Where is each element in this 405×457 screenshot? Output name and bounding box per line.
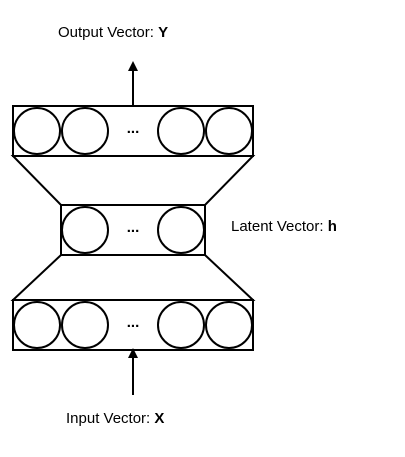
decoder-trapezoid <box>10 155 256 206</box>
input-ellipsis: ... <box>127 314 140 331</box>
output-ellipsis: ... <box>127 120 140 137</box>
latent-label-text: Latent Vector: <box>231 218 328 235</box>
input-vector-label: Input Vector: X <box>66 410 164 427</box>
input-neuron-4 <box>205 301 253 349</box>
latent-layer: ... <box>60 204 206 256</box>
encoder-trapezoid <box>10 254 256 301</box>
input-label-var: X <box>154 410 165 427</box>
input-neuron-1 <box>13 301 61 349</box>
output-label-text: Output Vector: <box>58 24 159 41</box>
input-neuron-3 <box>157 301 205 349</box>
output-vector-label: Output Vector: Y <box>58 24 168 41</box>
latent-label-var: h <box>327 218 337 235</box>
output-layer: ... <box>12 105 254 157</box>
latent-neuron-2 <box>157 206 205 254</box>
output-neuron-1 <box>13 107 61 155</box>
output-neuron-4 <box>205 107 253 155</box>
latent-neuron-1 <box>61 206 109 254</box>
output-neuron-3 <box>157 107 205 155</box>
input-label-text: Input Vector: <box>66 410 155 427</box>
input-neuron-2 <box>61 301 109 349</box>
latent-vector-label: Latent Vector: h <box>231 218 337 235</box>
latent-ellipsis: ... <box>127 219 140 236</box>
input-layer: ... <box>12 299 254 351</box>
output-label-var: Y <box>158 24 169 41</box>
output-neuron-2 <box>61 107 109 155</box>
